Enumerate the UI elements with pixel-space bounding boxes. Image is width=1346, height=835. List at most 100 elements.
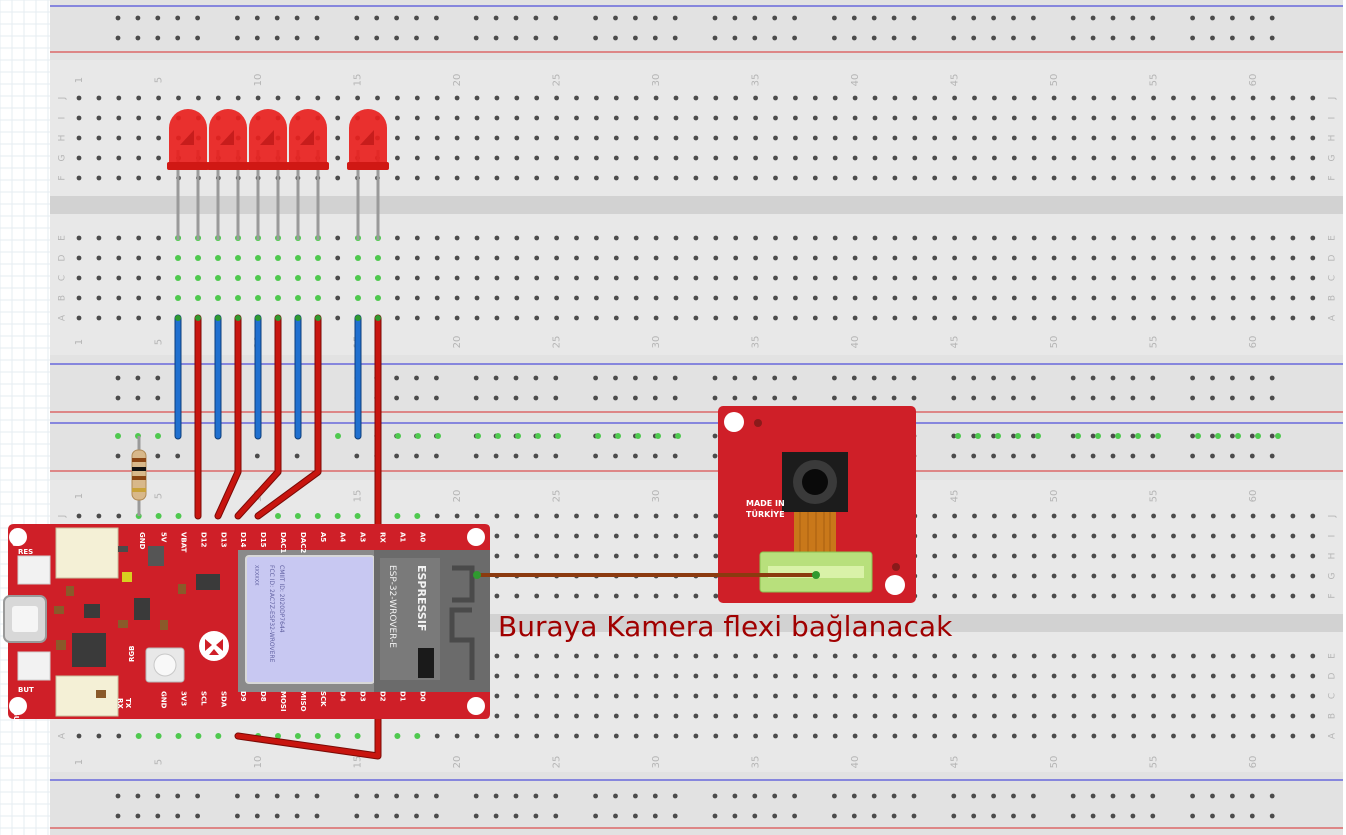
breadboard-hole [793, 155, 798, 161]
breadboard-hole [574, 533, 579, 539]
rail-hole [613, 793, 618, 799]
breadboard-hole [1250, 553, 1256, 559]
red-wire [235, 315, 381, 759]
breadboard-hole [892, 693, 898, 699]
breadboard-hole [693, 593, 699, 599]
breadboard-hole [1071, 275, 1077, 281]
column-number: 50 [1049, 74, 1060, 87]
active-hole [155, 513, 162, 519]
esp32-top-pin-label: D12 [199, 532, 207, 548]
rail-hole [1190, 375, 1195, 381]
rail-hole [374, 813, 380, 819]
rail-hole [553, 375, 559, 381]
esp32-misc-label: RGB [128, 646, 136, 662]
breadboard-hole [1071, 175, 1077, 181]
breadboard-hole [1191, 115, 1196, 121]
rail-hole [732, 395, 738, 401]
breadboard-hole [116, 175, 122, 181]
breadboard-hole [972, 653, 977, 659]
breadboard-hole [1031, 653, 1037, 659]
smd-component [56, 640, 66, 650]
breadboard-hole [633, 175, 639, 181]
user-button [17, 651, 51, 681]
breadboard-hole [434, 155, 440, 161]
breadboard-hole [1091, 135, 1097, 141]
breadboard-hole [753, 115, 758, 121]
rail-hole [434, 375, 439, 381]
rail-hole [1269, 793, 1275, 799]
breadboard-hole [1131, 175, 1137, 181]
rail-hole [175, 35, 181, 41]
breadboard-hole [1290, 255, 1296, 261]
module-fcc: FCC ID: 2AC7Z-ESP32-WROVERE [268, 565, 275, 663]
breadboard-hole [156, 275, 162, 281]
active-hole [314, 513, 321, 519]
breadboard-hole [872, 155, 878, 161]
rail-hole [354, 15, 360, 21]
breadboard-hole [832, 155, 838, 161]
breadboard-hole [574, 513, 579, 519]
rail-hole [155, 813, 161, 819]
rail-hole [115, 15, 121, 21]
breadboard-hole [534, 713, 540, 719]
breadboard-hole [594, 733, 599, 739]
rail-hole [1150, 453, 1156, 459]
breadboard-hole [952, 235, 957, 241]
breadboard-hole [534, 175, 540, 181]
rail-hole [593, 375, 598, 381]
breadboard-hole [1031, 175, 1037, 181]
breadboard-hole [892, 315, 898, 321]
breadboard-hole [514, 733, 520, 739]
breadboard-hole [793, 255, 798, 261]
rail-hole [1031, 375, 1036, 381]
column-number: 60 [1248, 490, 1259, 503]
antenna-trace [449, 565, 475, 680]
column-number: 1 [74, 493, 85, 499]
breadboard-hole [1051, 733, 1057, 739]
breadboard-hole [952, 295, 957, 301]
breadboard-hole [76, 175, 82, 181]
breadboard-hole [952, 175, 957, 181]
breadboard-hole [952, 135, 957, 141]
breadboard-hole [633, 533, 639, 539]
rail-hole [1150, 15, 1156, 21]
breadboard-hole [1131, 275, 1137, 281]
breadboard-hole [1011, 275, 1017, 281]
breadboard-hole [972, 673, 977, 679]
active-hole [195, 295, 201, 301]
breadboard-hole [613, 275, 619, 281]
breadboard-hole [693, 95, 699, 101]
breadboard-hole [574, 155, 579, 161]
breadboard-hole [892, 255, 898, 261]
breadboard-hole [693, 733, 699, 739]
esp32-bottom-pin-label: D2 [379, 691, 387, 702]
breadboard-hole [474, 135, 480, 141]
rail-hole [294, 35, 300, 41]
breadboard-hole [395, 155, 400, 161]
breadboard-hole [1270, 295, 1276, 301]
rail-hole [1269, 375, 1275, 381]
breadboard-hole [872, 135, 878, 141]
active-hole [414, 733, 421, 739]
esp32-top-pin-label: 5V [160, 532, 168, 543]
breadboard-hole [852, 693, 858, 699]
breadboard-hole [1111, 573, 1117, 579]
breadboard-hole [1171, 513, 1176, 519]
breadboard-hole [594, 175, 599, 181]
breadboard-hole [1131, 693, 1137, 699]
column-number: 5 [154, 339, 165, 345]
rail-hole [1090, 395, 1096, 401]
breadboard-hole [514, 673, 520, 679]
led-reflector [180, 130, 194, 145]
breadboard-hole [1011, 513, 1017, 519]
breadboard-hole [1250, 95, 1256, 101]
breadboard-hole [1171, 593, 1176, 599]
breadboard-hole [1310, 513, 1316, 519]
rail-hole [851, 793, 857, 799]
breadboard-hole [1071, 295, 1077, 301]
breadboard-hole [992, 693, 997, 699]
rail-hole [155, 375, 161, 381]
breadboard-hole [673, 593, 679, 599]
row-letter: C [1328, 275, 1338, 281]
